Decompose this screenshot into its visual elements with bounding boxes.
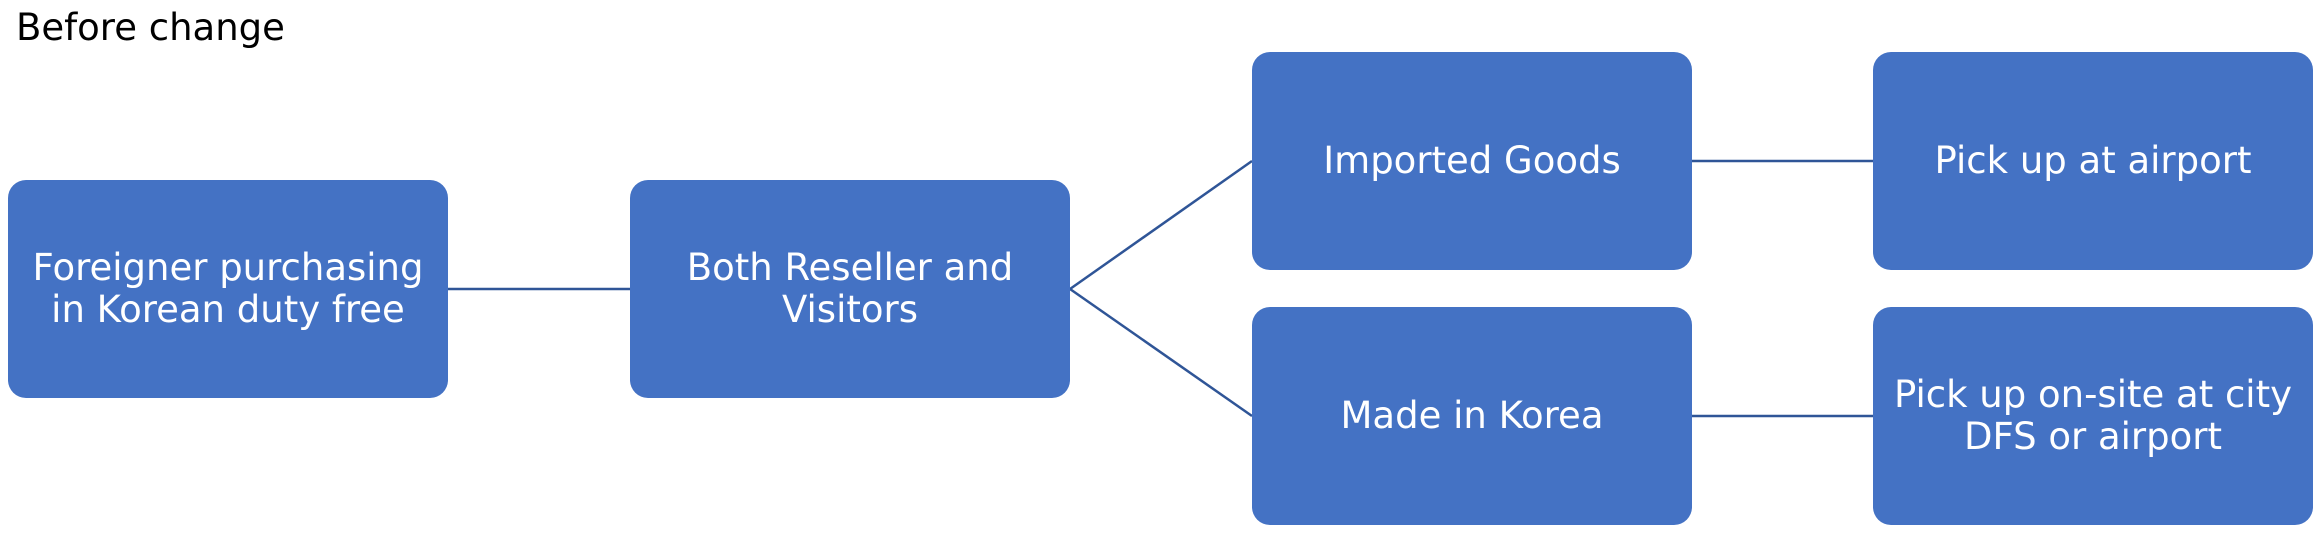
connector-buyers-made-in-korea <box>1069 287 1253 418</box>
node-pick-up-city-dfs-label: Pick up on-site at city DFS or airport <box>1893 373 2292 458</box>
node-foreigner-purchasing: Foreigner purchasing in Korean duty free <box>8 180 448 398</box>
node-foreigner-purchasing-label: Foreigner purchasing in Korean duty free <box>32 246 424 331</box>
node-imported-goods-label: Imported Goods <box>1323 139 1621 182</box>
node-pick-up-airport: Pick up at airport <box>1873 52 2313 270</box>
node-made-in-korea: Made in Korea <box>1252 307 1692 525</box>
node-imported-goods: Imported Goods <box>1252 52 1692 270</box>
diagram-title: Before change <box>16 6 285 49</box>
node-pick-up-airport-label: Pick up at airport <box>1934 139 2252 182</box>
node-reseller-and-visitors: Both Reseller and Visitors <box>630 180 1070 398</box>
connector-buyers-imported <box>1069 159 1253 291</box>
node-made-in-korea-label: Made in Korea <box>1340 394 1604 437</box>
node-reseller-and-visitors-label: Both Reseller and Visitors <box>686 246 1014 331</box>
node-pick-up-city-dfs: Pick up on-site at city DFS or airport <box>1873 307 2313 525</box>
